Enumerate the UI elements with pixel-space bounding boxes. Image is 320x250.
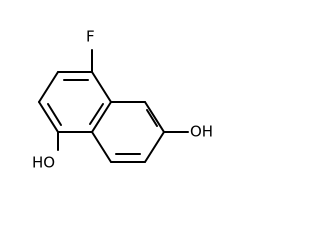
bond-c3-c4 — [38, 101, 59, 133]
bond-c8a-c1 — [91, 71, 112, 103]
hydroxyl-left-label: HO — [32, 154, 55, 172]
left-ring — [38, 71, 112, 133]
bond-c8-c7 — [144, 101, 165, 133]
bond-c5-c4a — [91, 131, 112, 163]
hydroxyl-right-label: OH — [190, 123, 213, 141]
bond-c7-c6 — [144, 131, 165, 163]
inner-double-right-top — [146, 109, 158, 127]
bond-c2-c3 — [38, 71, 59, 103]
inner-double-shared — [89, 103, 104, 125]
right-ring — [91, 101, 165, 163]
fluorine-label: F — [86, 28, 95, 46]
molecule-structure: F HO OH — [0, 0, 250, 250]
background — [0, 0, 250, 250]
substituents — [57, 49, 189, 151]
bond-c4a-c8a — [91, 101, 112, 133]
inner-double-left-side — [47, 103, 62, 126]
